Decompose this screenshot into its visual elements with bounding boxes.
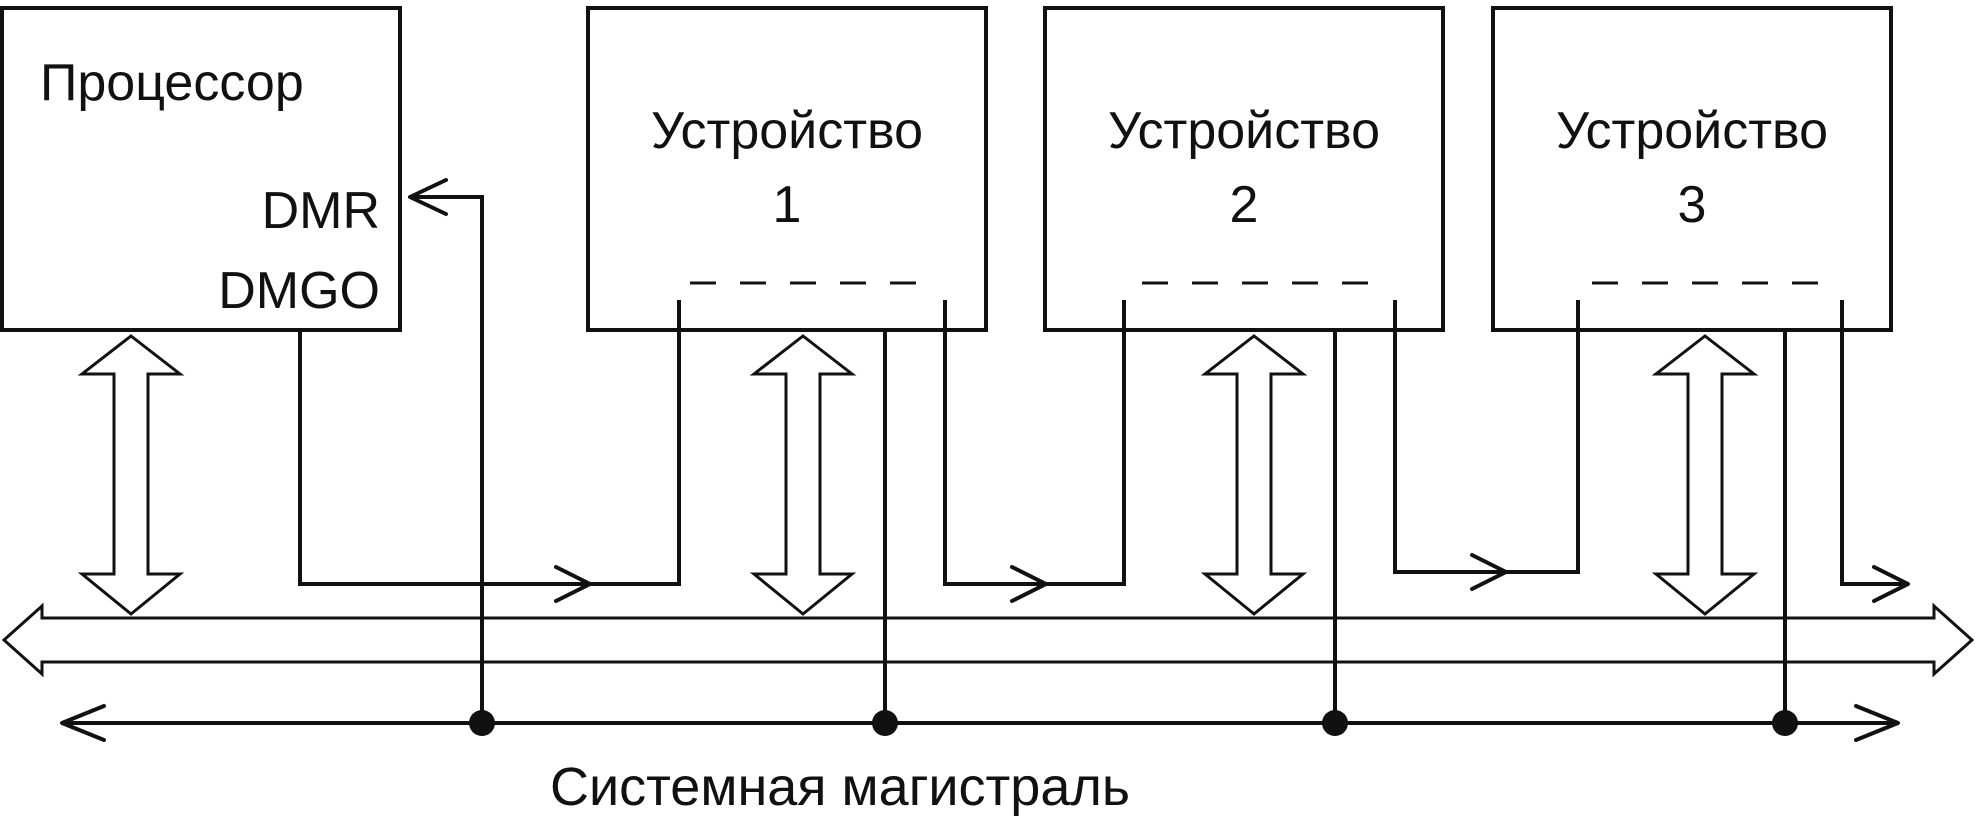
data-bus-arrow <box>1 602 1975 678</box>
device-1-box <box>586 6 988 332</box>
device-1-name: Устройство <box>651 102 923 160</box>
grant-arrowhead-2 <box>1010 565 1048 603</box>
dmr-wire <box>410 195 484 723</box>
grant-arrowhead-4 <box>1872 565 1910 603</box>
dmgo-grant-chain <box>298 300 1910 603</box>
device-1-bus-arrow <box>749 334 857 616</box>
device-1-number: 1 <box>773 176 802 234</box>
grant-wire-device-1-to-device-2 <box>943 300 1126 586</box>
device-2-block: Устройство 2 <box>1043 6 1445 332</box>
control-line-left-arrowhead <box>60 704 106 742</box>
device-3-bus-arrow <box>1651 334 1759 616</box>
processor-box <box>0 6 402 332</box>
junction-dot-processor <box>469 710 495 736</box>
device-3-name: Устройство <box>1556 102 1828 160</box>
processor-bus-arrow <box>77 334 185 616</box>
device-3-block: Устройство 3 <box>1491 6 1893 332</box>
device-3-number: 3 <box>1678 176 1707 234</box>
dmr-arrowhead <box>408 178 448 216</box>
processor-title: Процессор <box>40 54 304 112</box>
grant-arrowhead-3 <box>1470 553 1508 591</box>
device-2-bus-arrow <box>1200 334 1308 616</box>
control-line <box>60 704 1900 742</box>
device-1-block: Устройство 1 <box>586 6 988 332</box>
processor-block: Процессор DMR DMGO <box>0 6 402 332</box>
diagram-caption: Системная магистраль <box>550 757 1130 817</box>
dmr-request-line <box>408 178 484 723</box>
processor-dmr-label: DMR <box>262 182 380 240</box>
device-2-name: Устройство <box>1108 102 1380 160</box>
grant-wire-device-3-out <box>1840 300 1908 586</box>
grant-wire-device-2-to-device-3 <box>1393 300 1580 574</box>
control-line-right-arrowhead <box>1854 704 1900 742</box>
grant-wire-processor-to-device-1 <box>298 300 681 586</box>
device-2-number: 2 <box>1230 176 1259 234</box>
device-3-box <box>1491 6 1893 332</box>
device-2-box <box>1043 6 1445 332</box>
processor-dmgo-label: DMGO <box>218 262 380 320</box>
grant-arrowhead-1 <box>554 565 592 603</box>
